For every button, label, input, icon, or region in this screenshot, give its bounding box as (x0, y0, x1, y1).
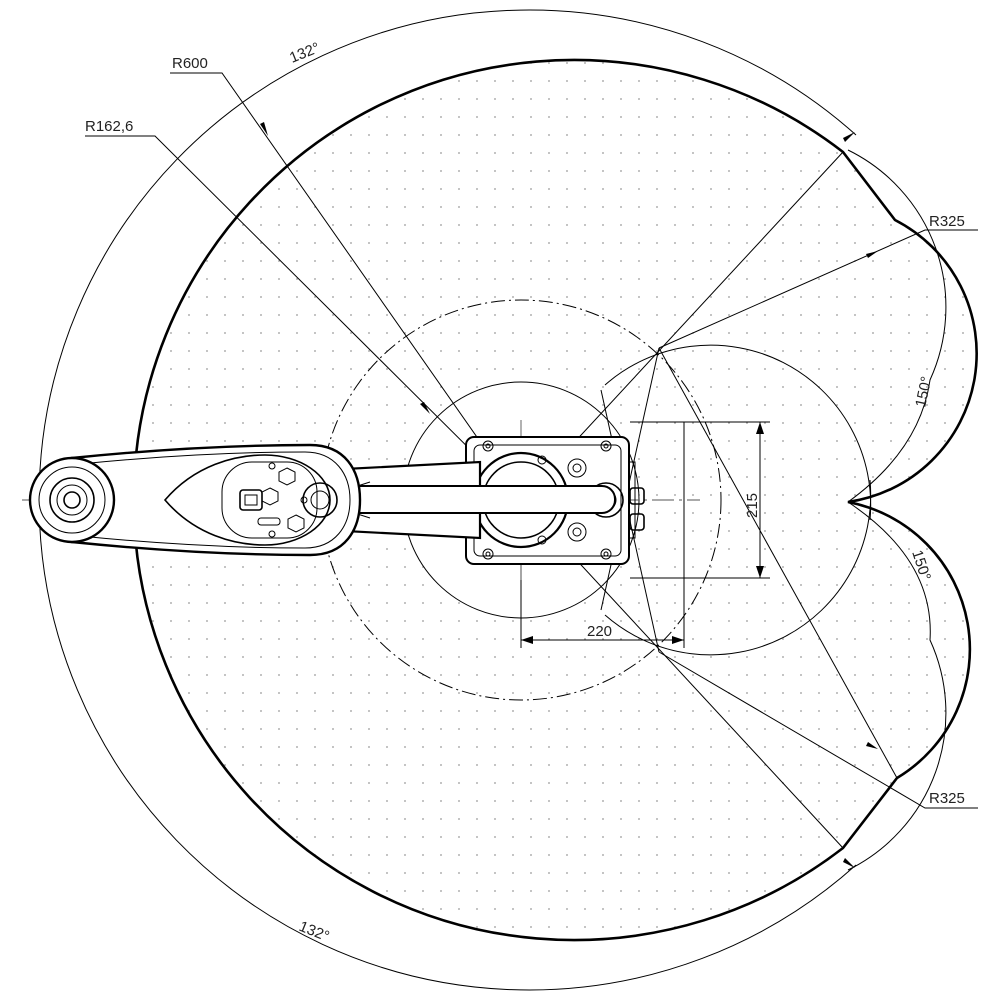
linear-dimensions (520, 421, 770, 648)
label-dim-220: 220 (587, 623, 612, 640)
end-effector (28, 456, 116, 544)
label-angle-right-upper: 150° (912, 375, 935, 409)
label-r162: R162,6 (85, 118, 133, 135)
label-r600: R600 (172, 55, 208, 72)
label-r325-bottom: R325 (929, 790, 965, 807)
scara-robot (28, 436, 645, 565)
second-arm (70, 443, 362, 557)
label-angle-bottom: 132° (297, 918, 332, 945)
label-dim-215: 215 (744, 493, 761, 518)
workspace-boundary (132, 58, 978, 942)
label-angle-top: 132° (287, 39, 322, 66)
label-r325-top: R325 (929, 213, 965, 230)
